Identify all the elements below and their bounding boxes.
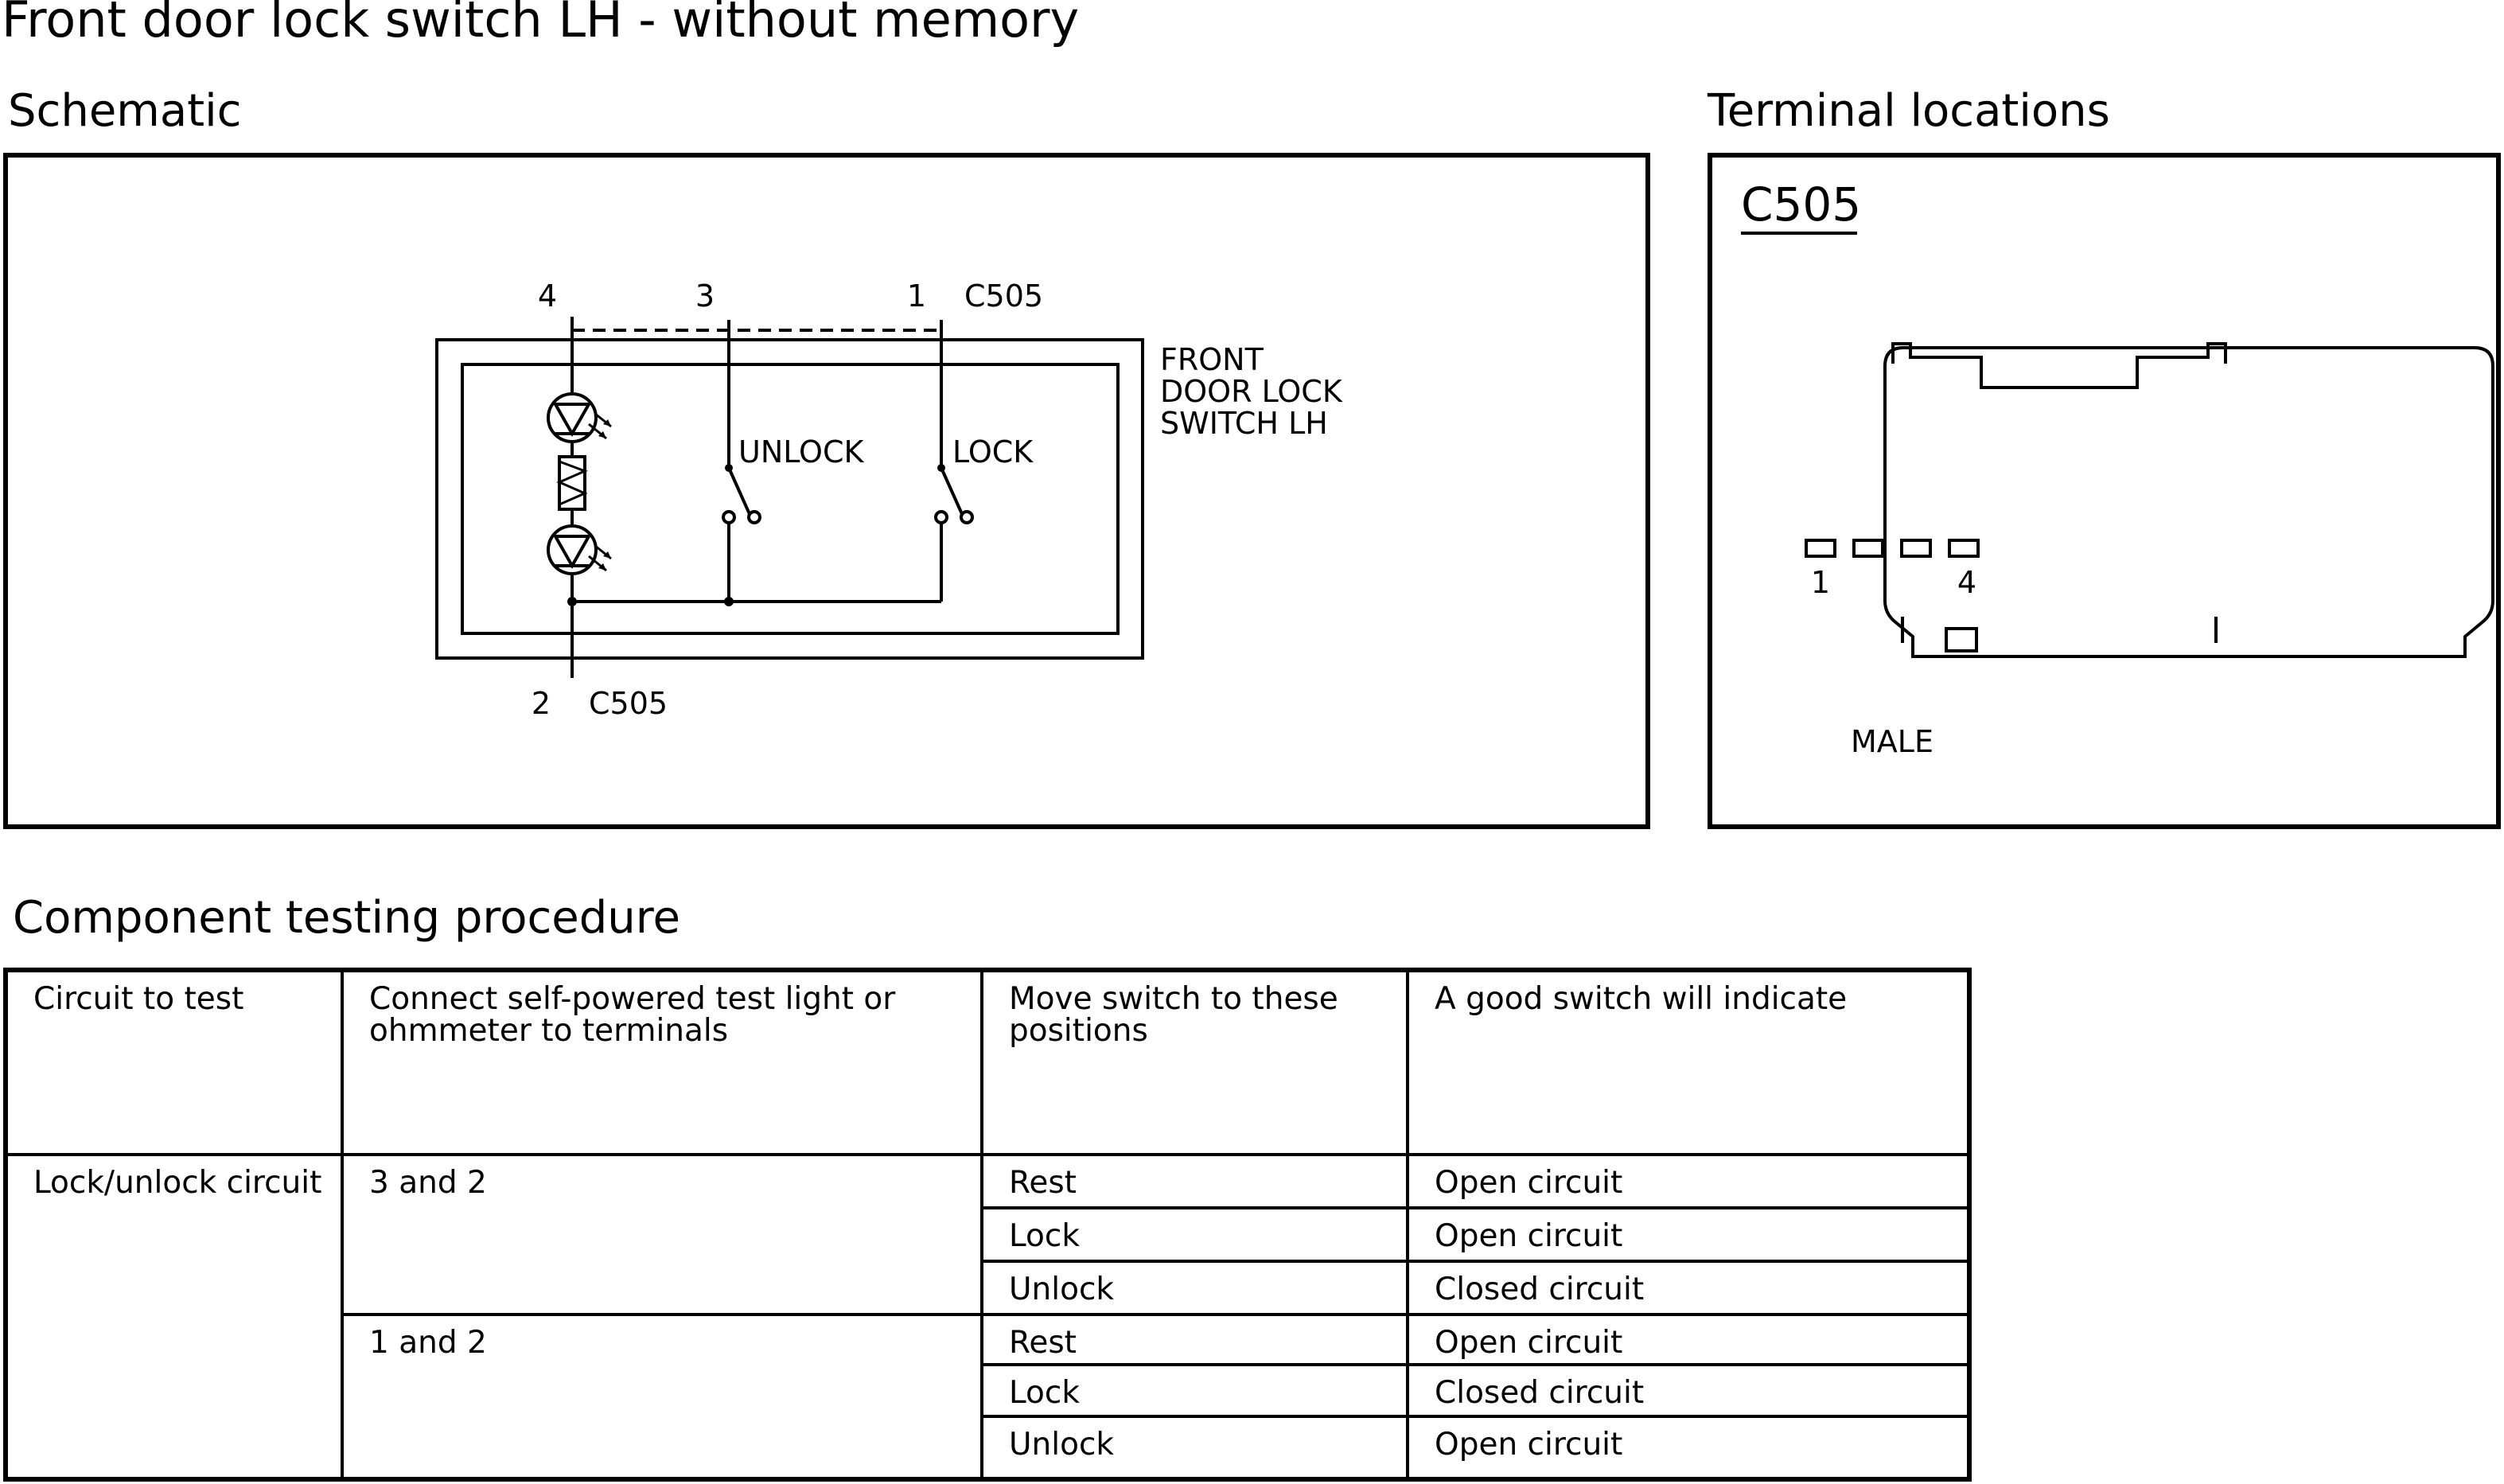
terminal-3-label: 3 [695, 278, 715, 314]
cell-result: Open circuit [1406, 1313, 1971, 1366]
unlock-switch-label: UNLOCK [738, 434, 864, 469]
pin-3-icon [1900, 539, 1932, 558]
terminal-locations-panel [1708, 153, 2501, 829]
table-header-row: Circuit to test Connect self-powered tes… [4, 968, 1971, 1156]
table-row: Lock/unlock circuit 3 and 2 Rest Open ci… [4, 1153, 1971, 1481]
connector-diagram: C505 1 4 MALE [1741, 177, 2494, 759]
cell-position: Rest [980, 1153, 1409, 1209]
unlock-switch-icon [722, 464, 761, 602]
table-row: Lock Closed circuit [6, 1363, 1971, 1418]
cell-result: Open circuit [1406, 1415, 1971, 1481]
table-row: Unlock Closed circuit [6, 1260, 1971, 1316]
cell-position: Lock [980, 1206, 1409, 1263]
table-row: Lock Open circuit [6, 1206, 1971, 1263]
schematic-heading: Schematic [8, 85, 242, 137]
testing-heading: Component testing procedure [13, 892, 680, 944]
connector-id-label: C505 [1741, 177, 1861, 232]
lock-switch-label: LOCK [952, 434, 1034, 469]
connector-face-icon [1883, 346, 2494, 658]
cell-position: Unlock [980, 1415, 1409, 1481]
cell-result: Closed circuit [1406, 1260, 1971, 1316]
led-lower-icon [547, 524, 612, 575]
pin-4-label: 4 [1957, 565, 1976, 600]
table-row: Unlock Open circuit [6, 1415, 1971, 1481]
cell-terminals-a: 3 and 2 [341, 1153, 983, 1316]
lock-switch-icon [934, 464, 974, 602]
cell-result: Closed circuit [1406, 1363, 1971, 1418]
pin-4-icon [1948, 539, 1980, 558]
terminal-2-label: 2 [532, 686, 551, 721]
page-title: Front door lock switch LH - without memo… [2, 0, 1080, 49]
component-inner-box [461, 363, 1120, 635]
schematic-panel [3, 153, 1650, 829]
header-terminals: Connect self-powered test light or ohmme… [341, 968, 983, 1156]
cell-terminals-b: 1 and 2 [341, 1313, 983, 1481]
header-circuit: Circuit to test [4, 968, 344, 1156]
bottom-connector-label: C505 [589, 686, 668, 721]
top-connector-label: C505 [964, 278, 1043, 314]
cell-result: Open circuit [1406, 1206, 1971, 1263]
terminal-1-label: 1 [907, 278, 926, 314]
pin-2-icon [1852, 539, 1884, 558]
cell-position: Lock [980, 1363, 1409, 1418]
cell-position: Rest [980, 1313, 1409, 1366]
component-outer-box [435, 338, 1144, 660]
resistor-icon [556, 455, 588, 511]
header-positions: Move switch to these positions [980, 968, 1409, 1156]
header-indication: A good switch will indicate [1406, 968, 1971, 1156]
component-label-line3: SWITCH LH [1160, 406, 1328, 441]
led-upper-icon [547, 392, 612, 443]
table-row: 1 and 2 Rest Open circuit [6, 1313, 1971, 1481]
cell-circuit: Lock/unlock circuit [4, 1153, 344, 1481]
terminal-4-label: 4 [538, 278, 557, 314]
schematic-diagram: 4 3 1 C505 2 C505 FRONT DOOR LOCK SWITCH… [435, 278, 1343, 721]
terminal-locations-heading: Terminal locations [1708, 85, 2110, 137]
pin-1-icon [1805, 539, 1836, 558]
cell-position: Unlock [980, 1260, 1409, 1316]
testing-table: Circuit to test Connect self-powered tes… [3, 968, 1972, 1482]
component-label-line1: FRONT [1160, 342, 1264, 377]
cell-result: Open circuit [1406, 1153, 1971, 1209]
connector-gender-label: MALE [1851, 724, 1933, 759]
pin-1-label: 1 [1811, 565, 1830, 600]
component-label-line2: DOOR LOCK [1160, 374, 1343, 409]
